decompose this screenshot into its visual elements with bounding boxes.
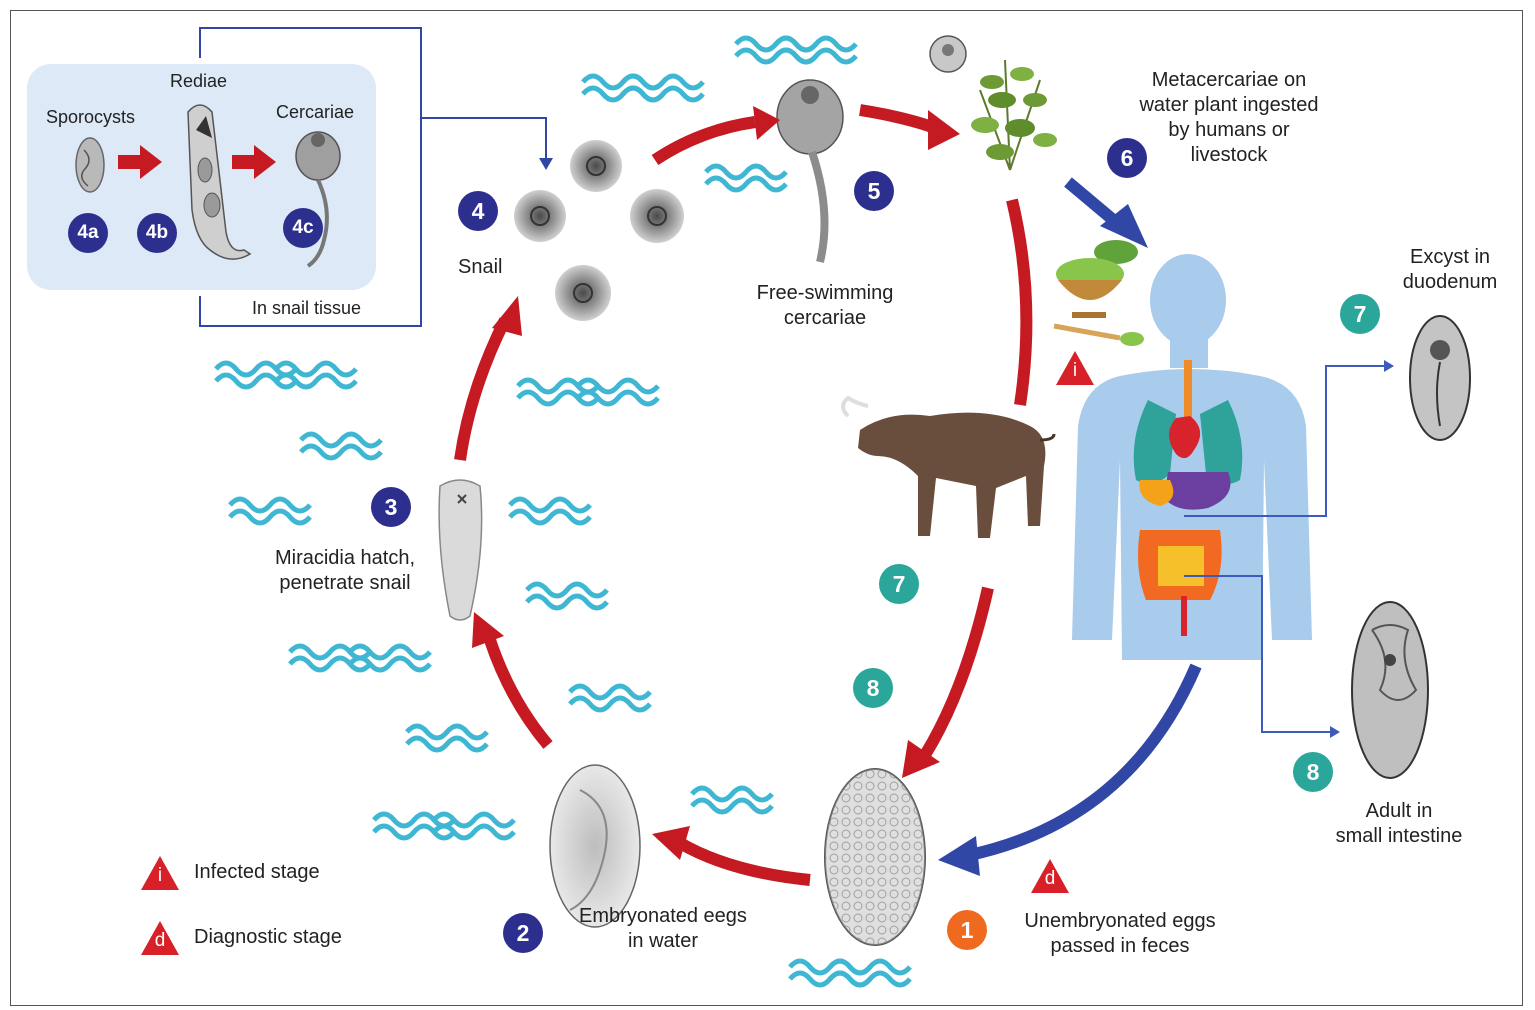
- diagnostic-stage-marker: d: [1030, 858, 1070, 894]
- miracidium-illustration: [438, 479, 483, 621]
- label-miracidia-line2: penetrate snail: [279, 572, 411, 594]
- label-unembryonated-line1: Unembryonated eggs: [1024, 910, 1216, 932]
- label-free-swimming: Free-swimming cercariae: [743, 281, 907, 331]
- blue-arrows: [938, 177, 1202, 876]
- label-embryonated: Embryonated eegs in water: [562, 904, 764, 954]
- stage-badge-4: 4: [458, 191, 498, 231]
- snail-illustrations: [514, 140, 684, 321]
- label-adult-line1: Adult in: [1365, 800, 1433, 822]
- label-metacercariae: Metacercariae on water plant ingested by…: [1118, 68, 1340, 168]
- stage-badge-7-livestock: 7: [879, 564, 919, 604]
- inset-panel: [27, 27, 553, 327]
- stage-badge-4a: 4a: [68, 213, 108, 253]
- stage-badge-6: 6: [1107, 138, 1147, 178]
- stage-badge-3: 3: [371, 487, 411, 527]
- infected-triangle-icon: [1056, 351, 1094, 385]
- label-free-swimming-line2: cercariae: [783, 307, 867, 329]
- label-sporocysts: Sporocysts: [46, 107, 136, 127]
- label-excyst-line2: duodenum: [1402, 271, 1498, 293]
- water-plant-illustration: [971, 59, 1057, 171]
- legend-diagnostic-triangle-icon: [141, 921, 179, 955]
- diagnostic-triangle-icon: [1031, 859, 1069, 893]
- infected-marker-symbol: i: [1072, 360, 1078, 381]
- embryonated-egg-illustration: [549, 764, 641, 928]
- label-excyst: Excyst in duodenum: [1388, 245, 1512, 295]
- stage-badge-2: 2: [503, 913, 543, 953]
- legend-infected-label: Infected stage: [194, 861, 320, 883]
- stage-badge-5: 5: [854, 171, 894, 211]
- organ-connector-lines: [1184, 365, 1384, 733]
- label-miracidia-line1: Miracidia hatch,: [274, 547, 416, 569]
- livestock-illustration: [841, 395, 1056, 538]
- stage-badge-1: 1: [947, 910, 987, 950]
- label-cercariae: Cercariae: [276, 102, 355, 122]
- label-adult-line2: small intestine: [1335, 825, 1463, 847]
- label-excyst-line1: Excyst in: [1409, 246, 1491, 268]
- label-metacercariae-line2: water plant ingested: [1139, 94, 1319, 116]
- legend-infected-symbol: i: [157, 865, 163, 886]
- stage-badge-7: 7: [1340, 294, 1380, 334]
- legend-diagnostic-label: Diagnostic stage: [194, 926, 342, 948]
- sporocyst-illustration: [75, 137, 105, 193]
- label-metacercariae-line3: by humans or: [1168, 119, 1290, 141]
- unembryonated-egg-illustration: [824, 768, 926, 946]
- figure-frame: [10, 10, 1523, 1006]
- label-metacercariae-line4: livestock: [1190, 144, 1268, 166]
- adult-worm-illustration: [1351, 601, 1429, 779]
- label-in-snail-tissue: In snail tissue: [252, 298, 362, 318]
- infected-stage-marker: i: [1055, 350, 1095, 386]
- stage-badge-4b: 4b: [137, 213, 177, 253]
- label-rediae: Rediae: [170, 71, 228, 91]
- label-unembryonated: Unembryonated eggs passed in feces: [1004, 909, 1236, 959]
- label-embryonated-line1: Embryonated eegs: [579, 905, 747, 927]
- legend-diagnostic-icon: d: [140, 920, 180, 956]
- label-snail: Snail: [458, 256, 503, 278]
- stage-badge-8-livestock: 8: [853, 668, 893, 708]
- stage-badge-4c: 4c: [283, 208, 323, 248]
- label-free-swimming-line1: Free-swimming: [756, 282, 894, 304]
- label-embryonated-line2: in water: [627, 930, 699, 952]
- label-miracidia: Miracidia hatch, penetrate snail: [256, 546, 434, 596]
- legend-diagnostic-symbol: d: [154, 930, 166, 951]
- stage-badge-8: 8: [1293, 752, 1333, 792]
- human-body-illustration: [1072, 254, 1312, 660]
- legend-infected-icon: i: [140, 855, 180, 891]
- red-cycle-arrows: [454, 104, 1033, 886]
- free-swimming-cercaria-illustration: [776, 79, 844, 263]
- legend-infected-triangle-icon: [141, 856, 179, 890]
- diagnostic-marker-symbol: d: [1044, 868, 1056, 889]
- redia-illustration: [187, 104, 252, 260]
- red-arrowheads: [472, 106, 960, 860]
- excyst-worm-illustration: [1409, 315, 1471, 441]
- label-adult: Adult in small intestine: [1319, 799, 1479, 849]
- label-unembryonated-line2: passed in feces: [1050, 935, 1190, 957]
- label-metacercariae-line1: Metacercariae on: [1151, 69, 1307, 91]
- herb-powder-illustration: [1053, 240, 1144, 346]
